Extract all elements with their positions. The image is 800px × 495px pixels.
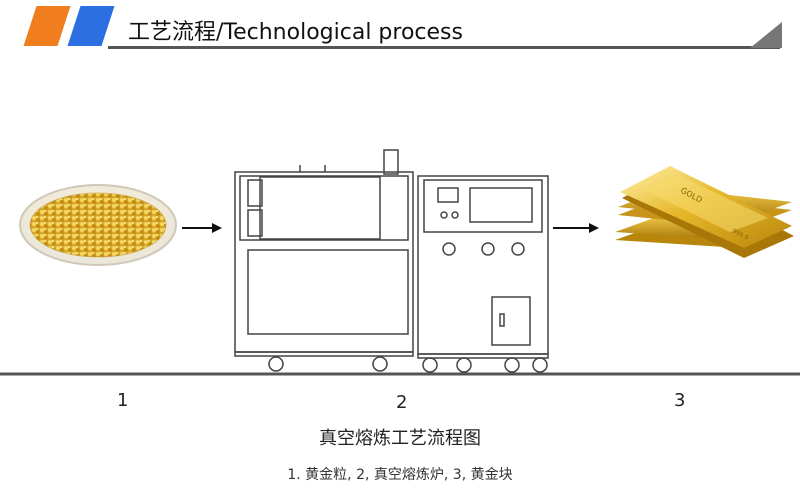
arrow-right-icon <box>553 223 599 233</box>
orange-stripe-icon <box>23 6 71 46</box>
gold-bar-icon: GOLD 999.9 <box>615 166 794 258</box>
step-number-1: 1 <box>117 390 129 411</box>
blue-stripe-icon <box>67 6 115 46</box>
vacuum-furnace-icon <box>234 149 549 373</box>
step-number-3: 3 <box>674 390 686 411</box>
corner-triangle-icon <box>750 22 782 48</box>
process-diagram: GOLD 999.9 <box>0 149 800 376</box>
diagram-title: 真空熔炼工艺流程图 <box>319 428 481 449</box>
arrow-right-icon <box>182 223 222 233</box>
diagram-subtitle: 1. 黄金粒, 2, 真空熔炼炉, 3, 黄金块 <box>287 467 513 483</box>
gold-granules-icon <box>19 184 177 266</box>
section-header: 工艺流程/Technological process <box>0 0 800 60</box>
header-divider <box>108 46 780 49</box>
step-number-2: 2 <box>396 392 408 413</box>
section-title: 工艺流程/Technological process <box>128 20 463 45</box>
